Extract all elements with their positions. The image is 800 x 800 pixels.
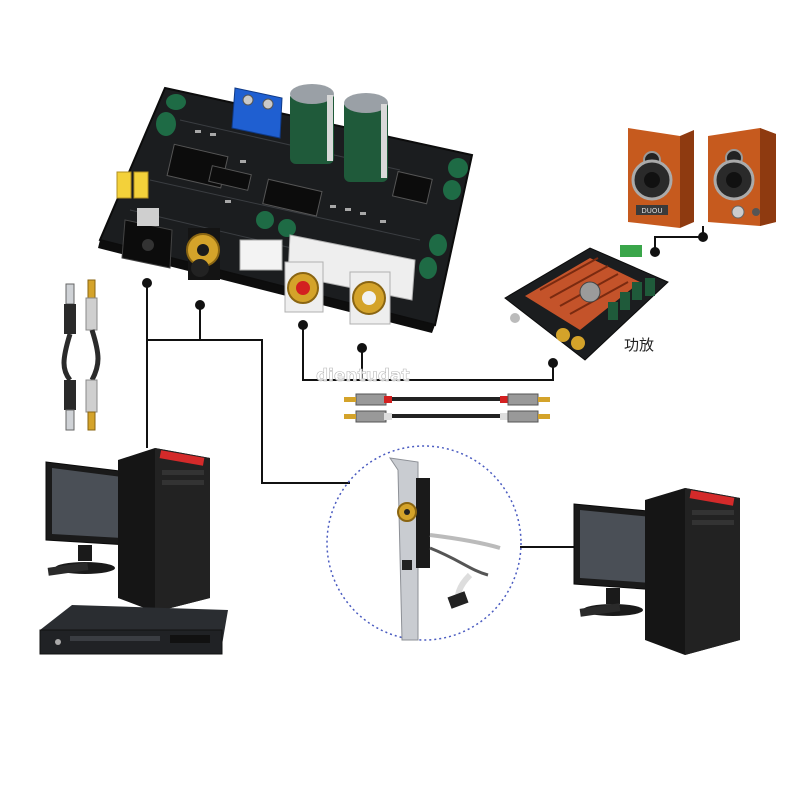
monitor-left	[45, 461, 129, 576]
speaker-right	[708, 128, 776, 226]
dot-amp-in	[548, 358, 558, 368]
dot-coax	[195, 300, 205, 310]
pci-bracket-icon	[388, 457, 501, 641]
optical-cable-icon	[61, 283, 76, 431]
monitor-right	[573, 503, 659, 617]
amplifier-label: 功放	[624, 336, 654, 354]
tower-left	[118, 448, 210, 612]
dot-amp-out	[650, 247, 660, 257]
optical-input-jack	[121, 208, 173, 269]
wire-junction	[147, 339, 350, 484]
rca-cable-icon	[344, 393, 550, 423]
tower-right	[645, 488, 740, 655]
dot-speaker	[698, 232, 708, 242]
dot-rca	[298, 320, 308, 330]
rca-output-jacks	[284, 234, 416, 325]
speaker-icon: DUOU	[628, 128, 776, 228]
desktop-computer-icon	[45, 448, 210, 612]
amplifier-board-icon	[504, 245, 669, 361]
speaker-left: DUOU	[628, 128, 694, 228]
coax-cable-icon	[85, 279, 101, 431]
detail-circle	[326, 445, 522, 641]
dot-optical	[142, 278, 152, 288]
speaker-brand-label: DUOU	[641, 207, 662, 215]
dac-board-icon	[98, 84, 474, 333]
desktop-computer-icon-right	[573, 488, 740, 655]
wires	[146, 226, 704, 548]
large-capacitors	[290, 84, 388, 182]
terminal-block	[231, 87, 283, 139]
wire-amp-to-speakers	[654, 226, 704, 252]
wire-rca-to-amp	[302, 325, 554, 381]
small-capacitors	[156, 94, 468, 279]
toslink-jacks	[116, 171, 149, 199]
coax-input-jack	[186, 228, 220, 280]
white-header	[239, 239, 283, 271]
dvd-player-icon	[39, 605, 228, 655]
amp-output-terminal	[620, 245, 642, 257]
watermark-text: dientudat	[316, 366, 410, 386]
